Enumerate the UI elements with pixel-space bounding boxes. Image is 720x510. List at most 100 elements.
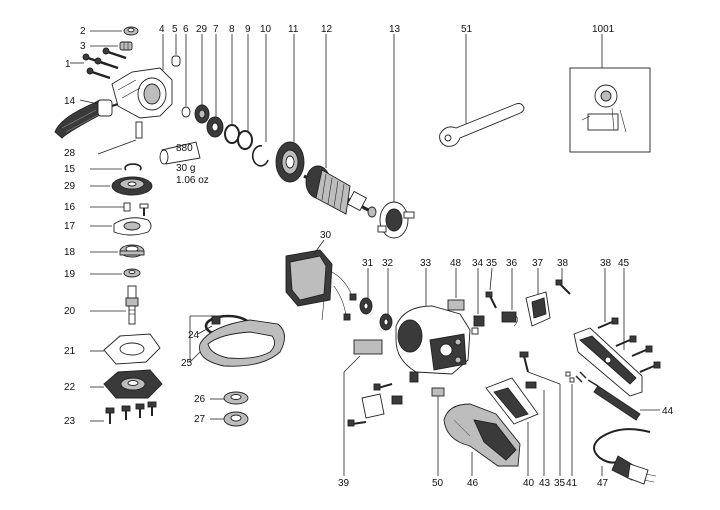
- label-20: 20: [64, 306, 76, 317]
- part-30-field-coil: [285, 249, 357, 321]
- label-14: 14: [64, 96, 76, 107]
- part-39-bracket: [347, 339, 419, 427]
- part-1001-box: [569, 67, 651, 153]
- part-25-guard: [199, 319, 285, 367]
- label-41: 41: [566, 478, 578, 489]
- label-6: 6: [183, 24, 189, 35]
- grease-tube: [159, 141, 201, 165]
- part-1-screws: [82, 47, 127, 80]
- part-37-cover: [525, 291, 551, 327]
- part-12-armature: [303, 165, 377, 218]
- label-10: 10: [260, 24, 272, 35]
- part-44-cable-sleeve: [575, 371, 641, 421]
- label-35-bottom: 35: [554, 478, 566, 489]
- label-33: 33: [420, 258, 432, 269]
- part-46-rear-handle: [443, 403, 521, 467]
- label-47: 47: [597, 478, 609, 489]
- part-45-handle-shell: [573, 327, 643, 397]
- part-22-flange-cover: [103, 369, 163, 399]
- grease-weight-oz: 1.06 oz: [176, 175, 209, 186]
- label-23: 23: [64, 416, 76, 427]
- part-43-lock: [525, 381, 537, 389]
- label-12: 12: [321, 24, 333, 35]
- part-10-circlip: [251, 145, 269, 167]
- part-32-bearing: [379, 313, 393, 331]
- label-9: 9: [245, 24, 251, 35]
- part-38-screw: [555, 279, 571, 295]
- part-40-switch: [485, 377, 539, 425]
- label-48: 48: [450, 258, 462, 269]
- label-46: 46: [467, 478, 479, 489]
- part-51-spanner: [439, 103, 525, 147]
- label-39: 39: [338, 478, 350, 489]
- label-18: 18: [64, 247, 76, 258]
- part-23-screws: [105, 401, 157, 424]
- grease-weight-g: 30 g: [176, 163, 195, 174]
- label-24: 24: [188, 330, 200, 341]
- label-32: 32: [382, 258, 394, 269]
- label-11: 11: [288, 24, 299, 35]
- label-27: 27: [194, 414, 206, 425]
- label-3: 3: [80, 41, 86, 52]
- part-29-pinion: [194, 104, 210, 124]
- part-3-sleeve: [119, 41, 133, 51]
- label-22: 22: [64, 382, 76, 393]
- part-17-bearing-plate: [113, 217, 152, 236]
- label-1: 1: [65, 59, 71, 70]
- label-31: 31: [362, 258, 374, 269]
- part-26-flange: [223, 391, 249, 405]
- label-1001: 1001: [592, 24, 615, 35]
- label-19: 19: [64, 269, 76, 280]
- part-9-ring: [237, 130, 253, 150]
- label-40: 40: [523, 478, 535, 489]
- part-18-bearing: [119, 244, 145, 258]
- label-51: 51: [461, 24, 473, 35]
- part-31-bearing: [359, 297, 373, 315]
- part-16-screw: [139, 203, 149, 216]
- part-4-gear-housing: [111, 67, 173, 139]
- part-27-clamp-nut: [223, 411, 249, 427]
- label-7: 7: [213, 24, 219, 35]
- label-29-left: 29: [64, 181, 76, 192]
- label-5: 5: [172, 24, 178, 35]
- part-50-label: [431, 387, 445, 397]
- label-38-right: 38: [600, 258, 612, 269]
- label-17: 17: [64, 221, 76, 232]
- part-38-screws-right: [597, 317, 661, 373]
- label-30: 30: [320, 230, 332, 241]
- part-5-pin: [171, 55, 181, 67]
- part-20-spindle: [125, 285, 139, 325]
- label-44: 44: [662, 406, 674, 417]
- label-26: 26: [194, 394, 206, 405]
- part-13-retainer: [377, 201, 415, 239]
- label-15: 15: [64, 164, 76, 175]
- label-16: 16: [64, 202, 76, 213]
- label-34: 34: [472, 258, 484, 269]
- label-38-center: 38: [557, 258, 569, 269]
- label-43: 43: [539, 478, 551, 489]
- part-33-motor-housing: [395, 305, 471, 375]
- part-29-bevel-gear: [111, 176, 153, 196]
- part-41-clip: [565, 371, 575, 383]
- label-50: 50: [432, 478, 444, 489]
- part-48-label: [447, 299, 465, 311]
- part-19-ring: [123, 268, 141, 278]
- part-35-screw-top: [485, 291, 497, 309]
- part-15-circlip: [124, 163, 142, 171]
- part-47-cable-plug: [593, 428, 657, 485]
- label-25: 25: [181, 358, 193, 369]
- label-8: 8: [229, 24, 235, 35]
- part-11-fan-ring: [275, 141, 305, 183]
- part-7-nut: [206, 116, 224, 138]
- label-2: 2: [80, 26, 86, 37]
- part-8-ring: [224, 124, 240, 144]
- label-28: 28: [64, 148, 76, 159]
- label-4: 4: [159, 24, 165, 35]
- part-35-screw-bottom: [519, 351, 529, 373]
- part-6-washer: [181, 106, 191, 118]
- label-36: 36: [506, 258, 518, 269]
- label-37: 37: [532, 258, 544, 269]
- label-29-top: 29: [196, 24, 208, 35]
- label-13: 13: [389, 24, 401, 35]
